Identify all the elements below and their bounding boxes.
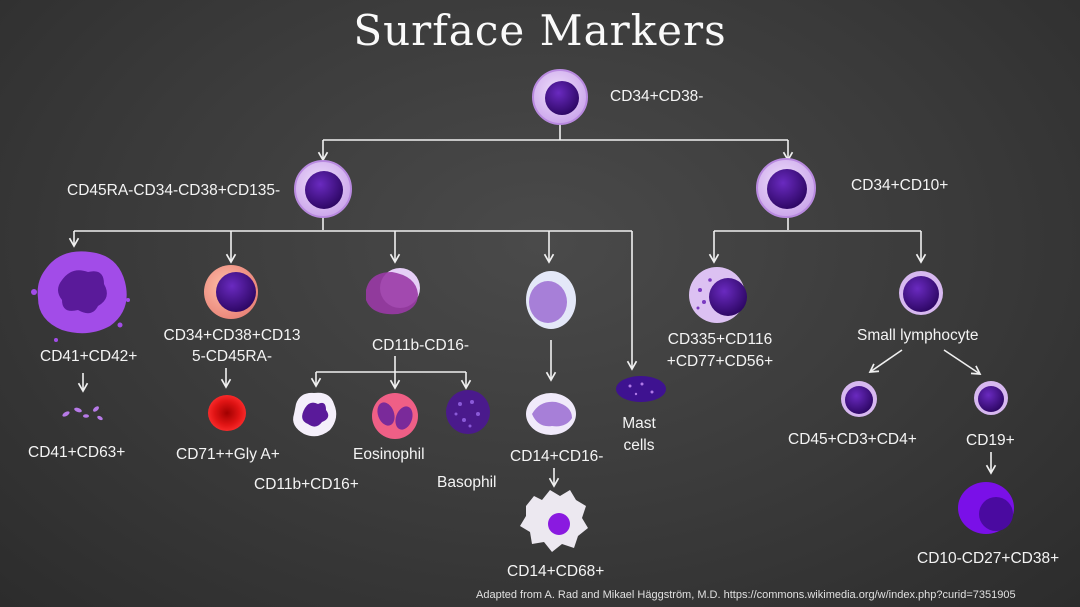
erythroblast-cell	[204, 265, 258, 319]
t-cell	[841, 381, 877, 417]
platelets	[62, 406, 103, 421]
connector-lines	[68, 118, 997, 488]
right-branch-label: CD34+CD10+	[851, 177, 949, 194]
root-label: CD34+CD38-	[610, 88, 704, 105]
t-cell-label: CD45+CD3+CD4+	[788, 431, 917, 448]
small-lymphocyte-cell	[899, 271, 943, 315]
myeloblast-cell	[366, 268, 420, 315]
small-lymphocyte-label: Small lymphocyte	[857, 327, 979, 344]
myeloid-progenitor-cell	[294, 160, 352, 218]
rbc-label: CD71++Gly A+	[176, 446, 280, 463]
monocyte-cell	[526, 393, 576, 435]
source-credit: Adapted from A. Rad and Mikael Häggström…	[476, 589, 1016, 601]
basophil-cell	[446, 390, 490, 434]
basophil-label: Basophil	[437, 474, 497, 491]
eosinophil-label: Eosinophil	[353, 446, 425, 463]
macrophage-label: CD14+CD68+	[507, 563, 605, 580]
monocyte-label: CD14+CD16-	[510, 448, 604, 465]
b-cell-label: CD19+	[966, 432, 1015, 449]
monoblast-cell	[526, 271, 576, 329]
erythroid-label-line2: 5-CD45RA-	[191, 348, 273, 365]
plasma-cell	[958, 482, 1014, 534]
erythroid-label-line1: CD34+CD38+CD13	[163, 327, 301, 344]
red-blood-cell	[208, 395, 246, 431]
granulocyte-label: CD11b-CD16-	[372, 337, 470, 354]
eosinophil-cell	[372, 393, 418, 439]
nk-label-line1: CD335+CD116	[667, 331, 773, 348]
neutrophil-cell	[293, 392, 337, 437]
plasma-cell-label: CD10-CD27+CD38+	[917, 550, 1060, 567]
b-cell	[974, 381, 1008, 415]
lymphoid-progenitor-cell	[756, 158, 816, 218]
page-title: Surface Markers	[353, 6, 727, 55]
nk-cell	[689, 267, 747, 323]
mast-label-line1: Mast	[622, 415, 656, 432]
megakaryocyte-cell	[31, 251, 130, 342]
left-branch-label: CD45RA-CD34-CD38+CD135-	[67, 182, 281, 199]
neutrophil-label: CD11b+CD16+	[254, 476, 359, 493]
platelets-label: CD41+CD63+	[28, 444, 126, 461]
macrophage-cell	[520, 490, 588, 552]
nk-label-line2: +CD77+CD56+	[666, 353, 774, 370]
megakaryocyte-label: CD41+CD42+	[40, 348, 138, 365]
mast-label-line2: cells	[623, 437, 655, 454]
mast-cell	[616, 376, 666, 402]
stem-cell-root	[532, 69, 588, 125]
